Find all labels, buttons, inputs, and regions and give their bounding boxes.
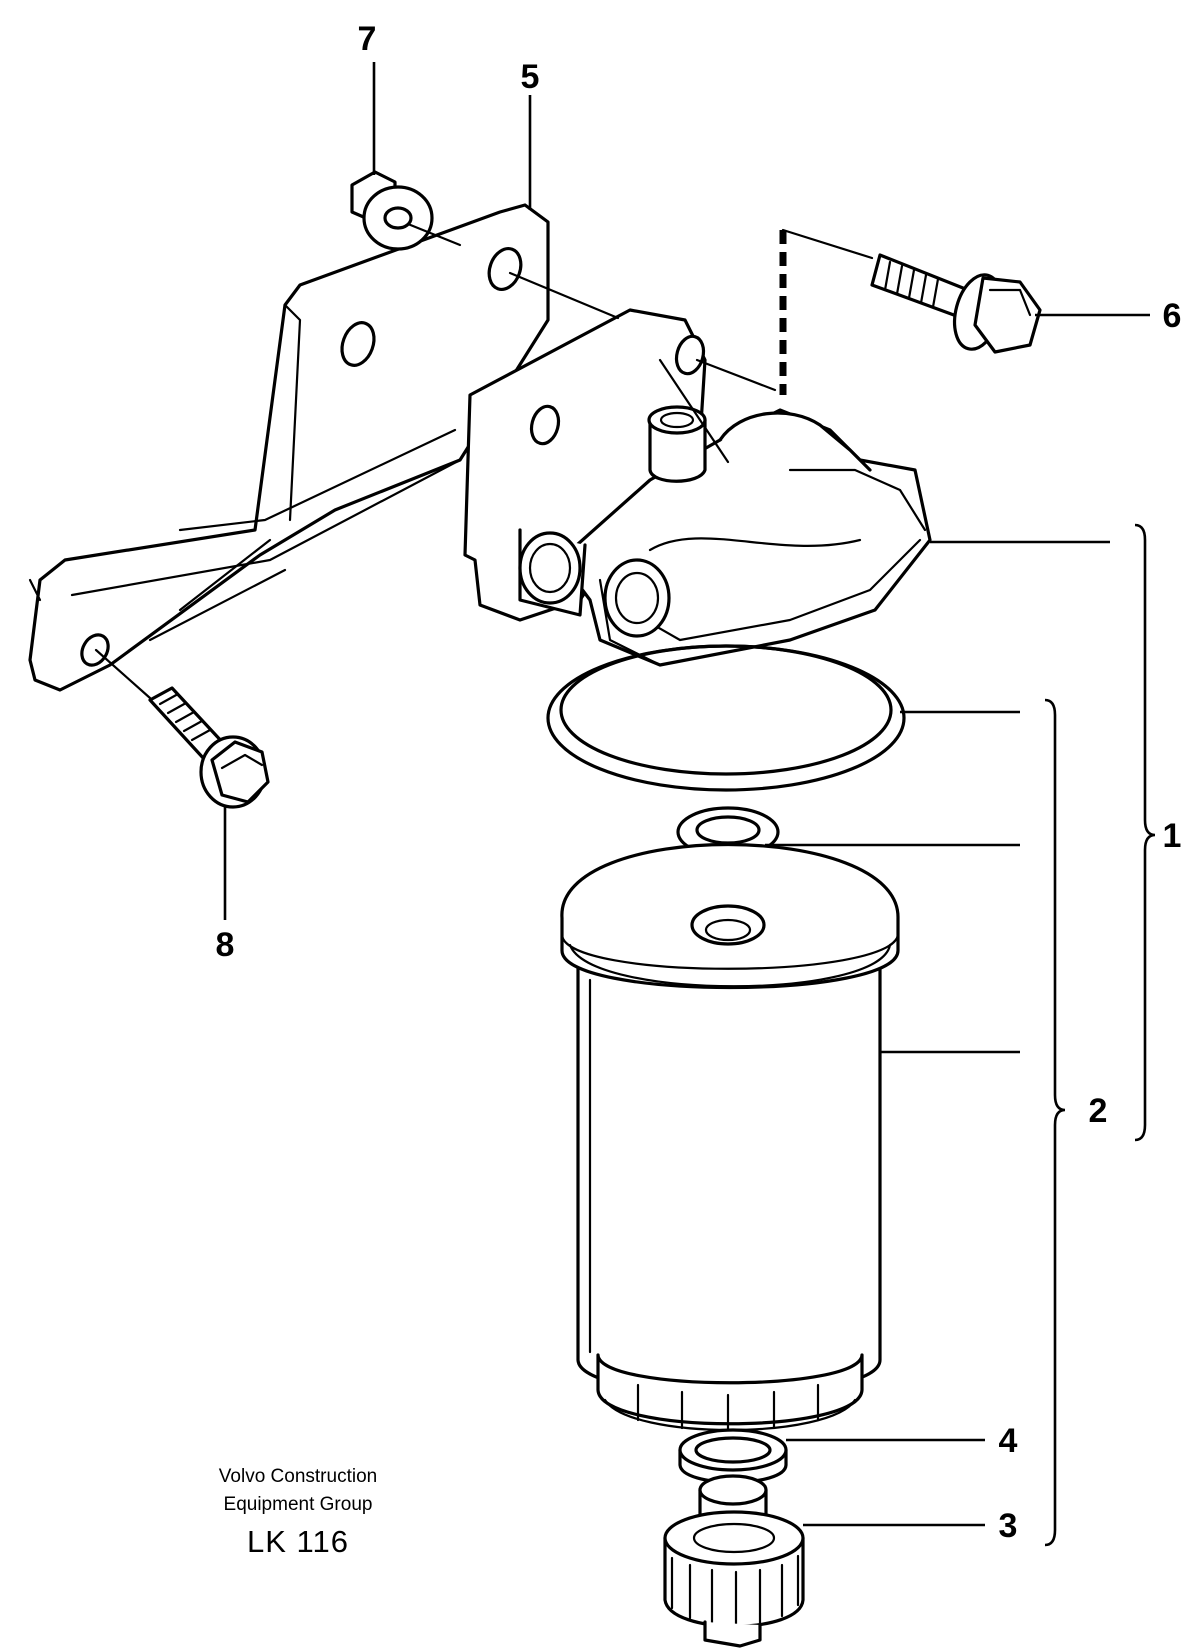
callout-3: 3 xyxy=(999,1507,1018,1545)
o-ring xyxy=(546,644,906,792)
assembly-lines xyxy=(94,222,874,700)
flange-nut-7 xyxy=(350,170,434,251)
caption-line-2: Equipment Group xyxy=(224,1494,373,1515)
caption-block: Volvo Construction Equipment Group LK 11… xyxy=(219,1466,377,1559)
drain-plug xyxy=(663,1474,805,1648)
callout-4: 4 xyxy=(999,1422,1018,1460)
flange-screw-8 xyxy=(148,686,270,809)
callout-numbers: 1 2 3 4 5 6 7 8 xyxy=(216,20,1182,1545)
callout-6: 6 xyxy=(1163,297,1182,335)
callout-5: 5 xyxy=(521,58,540,96)
callout-7: 7 xyxy=(358,20,377,58)
drain-seal xyxy=(678,1428,788,1484)
filter-cartridge xyxy=(560,842,900,1432)
callout-2: 2 xyxy=(1089,1092,1108,1130)
leader-lines xyxy=(223,62,1156,1547)
callout-1: 1 xyxy=(1163,817,1182,855)
mounting-bracket xyxy=(28,203,550,692)
caption-line-1: Volvo Construction xyxy=(219,1466,377,1487)
callout-8: 8 xyxy=(216,926,235,964)
flange-screw-6 xyxy=(870,253,1042,354)
illustration-code: LK 116 xyxy=(247,1524,349,1559)
filter-head xyxy=(463,308,932,667)
